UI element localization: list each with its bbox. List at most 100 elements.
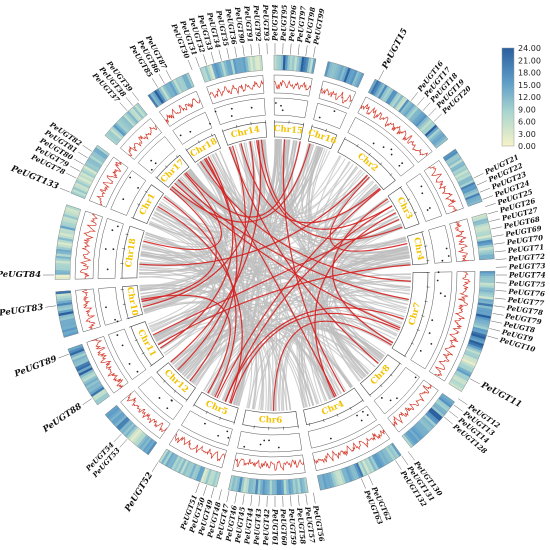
heatmap-cell — [170, 80, 180, 95]
heatmap-cell — [58, 234, 74, 240]
density-track-box — [449, 218, 475, 262]
synteny-link-gray — [154, 299, 405, 340]
gene-leader-line — [59, 187, 71, 193]
scatter-track-box — [172, 111, 213, 145]
gene-leader-line — [70, 165, 80, 172]
gene-label: PeUGT58 — [295, 506, 308, 544]
heatmap-track-box — [317, 442, 402, 491]
heatmap-cell — [111, 126, 125, 139]
heatmap-cell — [441, 393, 455, 405]
legend-tick-label: 12.00 — [518, 93, 541, 102]
heatmap-cell — [282, 55, 286, 71]
heatmap-cell — [461, 183, 477, 193]
axis-tick — [410, 342, 414, 345]
heatmap-cell — [418, 117, 431, 131]
gene-leader-line — [313, 46, 316, 58]
synteny-links-red — [139, 139, 411, 412]
chromosome-label: Chr18 — [124, 238, 138, 269]
axis-tick — [308, 423, 311, 427]
scatter-point — [419, 349, 422, 352]
heatmap-cell — [82, 374, 98, 385]
heatmap-cell — [211, 63, 219, 79]
heatmap-cell — [153, 89, 165, 104]
heatmap-cell — [281, 479, 285, 495]
gene-leader-lines — [43, 43, 507, 507]
synteny-link-gray — [296, 175, 369, 409]
gene-label: PeUGT59 — [287, 507, 299, 545]
synteny-link-red — [171, 143, 311, 223]
density-line — [96, 162, 123, 206]
heatmap-cell — [319, 474, 326, 490]
heatmap-cell — [453, 166, 468, 177]
gene-label: PeUGT52 — [123, 471, 156, 515]
gene-leader-line — [453, 404, 463, 412]
heatmap-cell — [149, 92, 161, 107]
scatter-point — [396, 397, 398, 400]
heatmap-cell — [177, 76, 187, 92]
heatmap-cell — [353, 71, 362, 87]
heatmap-cell — [138, 435, 150, 450]
heatmap-cell — [168, 454, 179, 470]
heatmap-cell — [157, 87, 169, 102]
scatter-point — [217, 434, 220, 437]
scatter-point — [437, 271, 440, 274]
heatmap-cell — [430, 131, 444, 144]
heatmap-cell — [323, 473, 330, 489]
axis-tick — [403, 355, 407, 358]
scatter-point — [426, 209, 429, 211]
heatmap-cell — [372, 81, 382, 96]
density-track-box — [120, 390, 171, 439]
heatmap-cell — [341, 66, 349, 82]
heatmap-cell — [179, 75, 189, 91]
heatmap-cell — [57, 308, 74, 314]
heatmap-cell — [60, 322, 77, 329]
axis-tick — [125, 233, 129, 236]
gene-leader-line — [195, 56, 200, 68]
heatmap-cell — [479, 289, 495, 293]
heatmap-cell — [389, 92, 400, 107]
heatmap-cell — [418, 419, 432, 432]
heatmap-cell — [206, 469, 214, 486]
heatmap-cell — [95, 394, 110, 406]
heatmap-cell — [111, 411, 124, 424]
scatter-point — [439, 292, 442, 295]
heatmap-cell — [271, 479, 275, 495]
scatter-track-box — [410, 271, 453, 370]
heatmap-cell — [273, 54, 277, 71]
gene-leader-line — [494, 297, 506, 300]
scatter-point — [114, 318, 116, 321]
synteny-link-gray — [139, 267, 392, 346]
heatmap-cell — [383, 88, 394, 103]
heatmap-cell — [126, 425, 139, 439]
heatmap-cell — [465, 194, 481, 203]
density-track-box — [206, 75, 265, 105]
axis-tick — [155, 176, 158, 179]
gene-leader-line — [203, 54, 207, 65]
gene-leader-line — [203, 485, 207, 496]
heatmap-cell — [413, 424, 426, 437]
heatmap-cell — [86, 158, 101, 169]
heatmap-cell — [188, 463, 197, 479]
heatmap-cell — [435, 400, 449, 412]
heatmap-cell — [460, 181, 476, 191]
heatmap-cell — [72, 186, 88, 195]
heatmap-cell — [474, 317, 491, 324]
heatmap-cell — [155, 88, 167, 103]
scatter-point — [129, 176, 132, 179]
scatter-point — [106, 268, 109, 271]
heatmap-cell — [237, 477, 243, 493]
gene-leader-line — [210, 487, 215, 499]
legend-tick-label: 9.00 — [518, 105, 536, 114]
heatmap-cell — [478, 246, 494, 252]
axis-tick — [235, 124, 238, 128]
scatter-point — [390, 148, 393, 151]
heatmap-cell — [465, 347, 481, 356]
heatmap-cell — [400, 100, 412, 115]
heatmap-cell — [116, 120, 129, 134]
heatmap-track-box — [401, 392, 455, 449]
heatmap-track-box — [442, 148, 483, 207]
gene-label: PeUGT88 — [41, 402, 84, 436]
scatter-point — [214, 110, 217, 113]
heatmap-cell — [82, 167, 97, 177]
heatmap-cell — [67, 343, 83, 352]
